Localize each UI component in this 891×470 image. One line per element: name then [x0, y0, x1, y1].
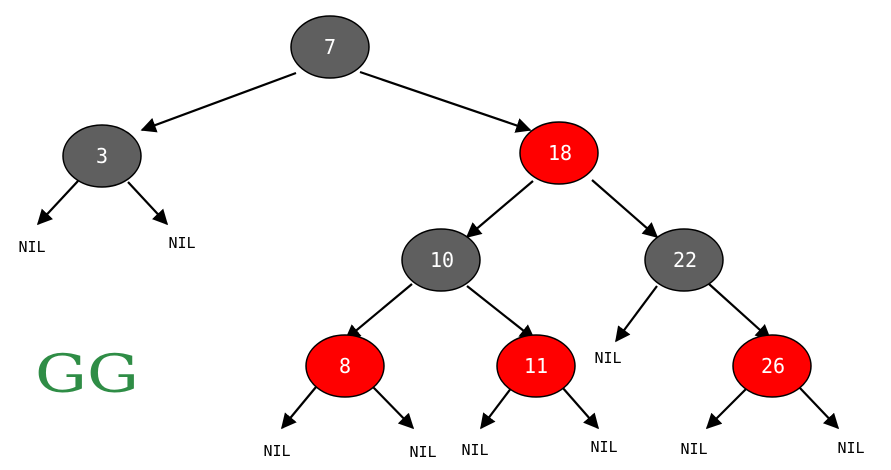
tree-node-18: 18 [519, 121, 599, 185]
edge-7-3 [140, 71, 297, 133]
nil-leaf: NIL [18, 238, 45, 256]
edge-10-11 [466, 285, 536, 340]
geeksforgeeks-logo: GG [35, 345, 139, 405]
node-value: 11 [524, 354, 548, 378]
tree-node-26: 26 [732, 334, 812, 398]
nil-leaf: NIL [409, 443, 436, 461]
edge-18-22 [591, 179, 659, 239]
edge-11-nil-right [561, 386, 600, 430]
node-value: 8 [339, 354, 351, 378]
tree-node-3: 3 [62, 124, 142, 188]
edge-7-18 [359, 70, 532, 133]
node-value: 3 [96, 144, 108, 168]
edge-22-nil [615, 285, 658, 343]
nil-leaf: NIL [594, 349, 621, 367]
nil-leaf: NIL [461, 441, 488, 459]
node-value: 18 [548, 141, 572, 165]
nil-leaf: NIL [837, 439, 864, 457]
edge-3-nil-left [36, 180, 79, 226]
nil-leaves: NIL NIL NIL NIL NIL NIL NIL NIL NIL [18, 234, 864, 461]
edge-26-nil-left [705, 386, 749, 430]
nil-leaf: NIL [168, 234, 195, 252]
node-value: 7 [324, 35, 336, 59]
node-circle [732, 334, 812, 398]
node-circle [62, 124, 142, 188]
edges [36, 70, 840, 430]
edge-8-nil-right [372, 386, 415, 430]
nil-leaf: NIL [263, 442, 290, 460]
node-circle [496, 334, 576, 398]
nil-leaf: NIL [680, 440, 707, 458]
tree-node-10: 10 [401, 228, 481, 292]
node-value: 22 [673, 248, 697, 272]
tree-node-22: 22 [644, 228, 724, 292]
edge-22-26 [708, 283, 772, 341]
edge-3-nil-right [127, 181, 169, 226]
edge-26-nil-right [798, 386, 840, 430]
node-circle [519, 121, 599, 185]
edge-10-8 [344, 283, 413, 340]
logo-text: GG [35, 345, 139, 405]
node-circle [290, 15, 370, 79]
nil-leaf: NIL [590, 438, 617, 456]
edge-11-nil-left [480, 386, 513, 430]
edge-18-10 [465, 180, 534, 238]
tree-node-8: 8 [305, 334, 385, 398]
node-value: 26 [761, 354, 785, 378]
edge-8-nil-left [281, 386, 317, 430]
tree-node-11: 11 [496, 334, 576, 398]
tree-node-7: 7 [290, 15, 370, 79]
node-circle [401, 228, 481, 292]
node-value: 10 [430, 248, 454, 272]
node-circle [644, 228, 724, 292]
node-circle [305, 334, 385, 398]
